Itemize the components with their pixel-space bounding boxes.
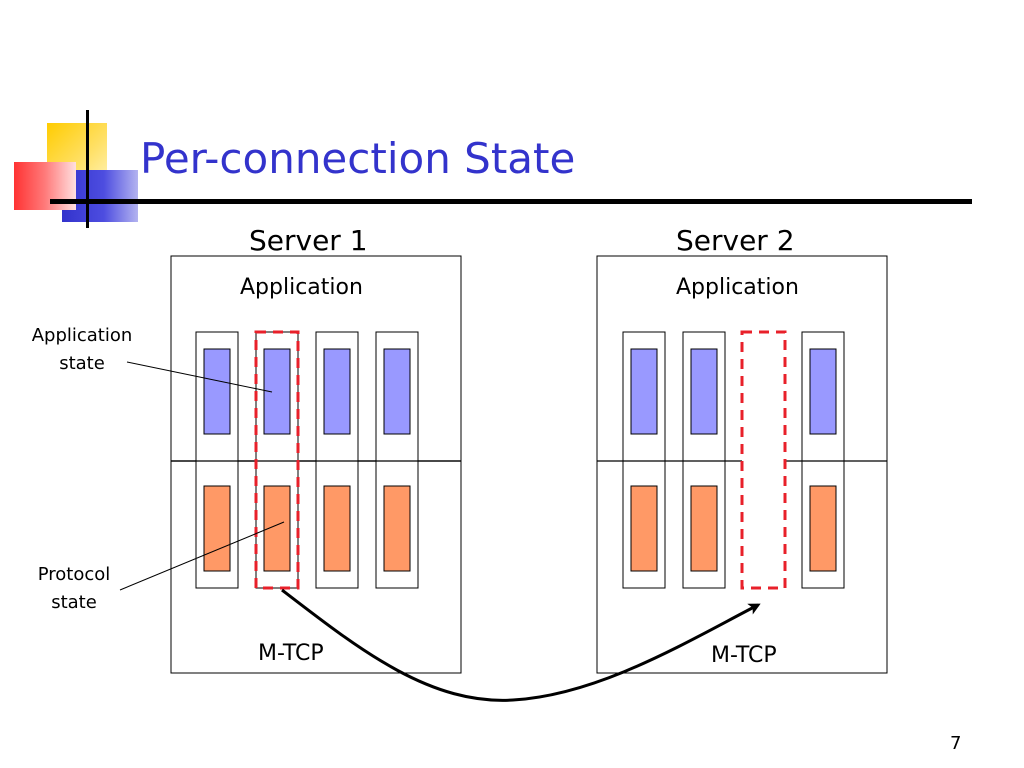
server-1-mtcp-label: M-TCP [258, 641, 324, 666]
application-state-block [203, 348, 231, 435]
application-state-leader [126, 361, 273, 393]
server-2-connection-2 [682, 331, 726, 589]
server-2-title: Server 2 [676, 224, 795, 257]
protocol-state-annotation: Protocol state [22, 561, 126, 617]
application-state-block [323, 348, 351, 435]
application-state-block [630, 348, 658, 435]
protocol-state-block [203, 485, 231, 572]
migration-arrow-icon [281, 588, 761, 702]
application-state-line-2: state [59, 353, 105, 374]
protocol-state-leader [119, 521, 285, 591]
protocol-state-block [809, 485, 837, 572]
application-state-block [809, 348, 837, 435]
page-number: 7 [950, 733, 962, 754]
slide-title: Per-connection State [140, 134, 576, 183]
server-2-application-label: Application [676, 275, 799, 300]
title-underline [50, 199, 972, 204]
protocol-state-block [630, 485, 658, 572]
application-state-block [383, 348, 411, 435]
server-2-mtcp-label: M-TCP [711, 643, 777, 668]
server-1-connection-4 [375, 331, 419, 589]
migration-target-outline [740, 330, 787, 590]
server-1-application-label: Application [240, 275, 363, 300]
server-2-connection-4 [801, 331, 845, 589]
server-1-connection-2 [255, 331, 299, 589]
protocol-state-block [690, 485, 718, 572]
application-state-annotation: Application state [24, 322, 140, 378]
application-state-block [690, 348, 718, 435]
application-state-block [263, 348, 291, 435]
server-2 [596, 255, 888, 674]
protocol-state-block [323, 485, 351, 572]
application-state-line-1: Application [31, 325, 133, 346]
server-1-connection-3 [315, 331, 359, 589]
protocol-state-block [383, 485, 411, 572]
deco-vertical-line [86, 110, 89, 228]
server-1-connection-1 [195, 331, 239, 589]
protocol-state-line-2: state [51, 592, 97, 613]
protocol-state-line-1: Protocol [37, 564, 111, 585]
migration-source-outline [254, 330, 300, 590]
server-1-title: Server 1 [249, 224, 368, 257]
server-1 [170, 255, 462, 674]
server-2-connection-1 [622, 331, 666, 589]
